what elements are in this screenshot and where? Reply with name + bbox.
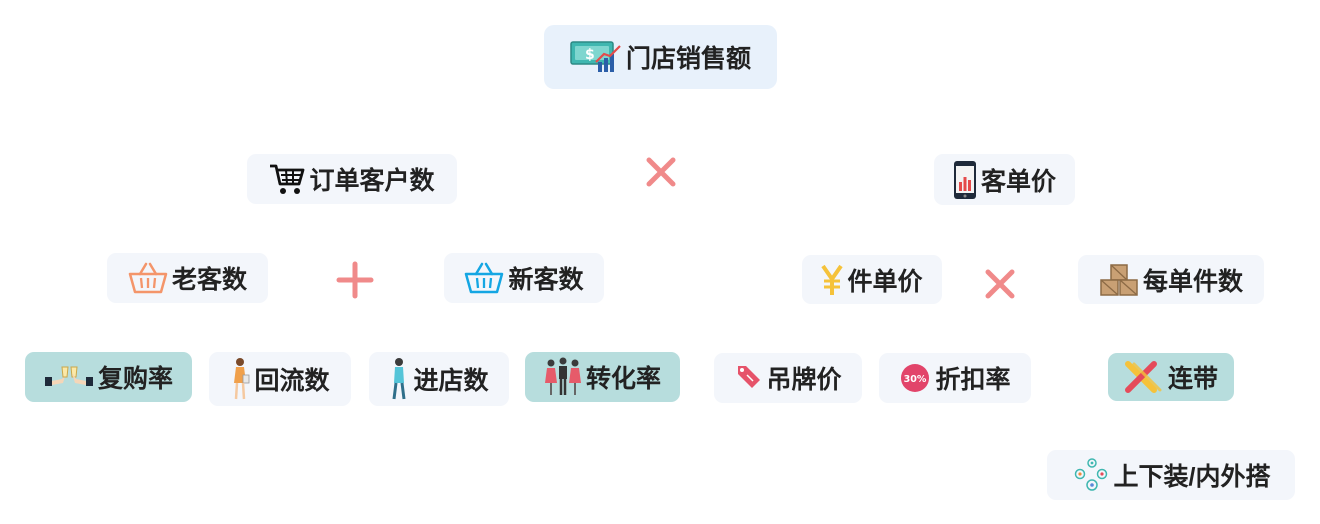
node-return-count-label: 回流数 [254,367,330,395]
dots-cluster-icon [1072,458,1110,492]
node-conversion-rate-label: 转化率 [585,365,661,393]
node-old-customers: 老客数 [107,253,268,303]
discount-badge-icon: 30% [899,362,931,394]
node-store-visits: 进店数 [369,352,509,406]
node-order-customers-label: 订单客户数 [309,167,435,195]
node-unit-price-label: 件单价 [847,267,923,296]
svg-text:$: $ [585,47,595,63]
node-order-customers: 订单客户数 [247,154,457,204]
node-return-count: 回流数 [209,352,351,406]
node-items-per-order: 每单件数 [1078,255,1264,304]
mannequins-icon [544,357,582,397]
node-items-per-order-label: 每单件数 [1142,267,1243,296]
node-average-order-value: 客单价 [934,154,1075,205]
multiply-operator-right [985,269,1015,299]
root-label: 门店销售额 [625,45,751,73]
plus-operator [336,261,374,299]
node-outfit-combination-label: 上下装/内外搭 [1113,463,1271,491]
node-discount-rate: 30% 折扣率 [879,353,1031,403]
node-bundling: 连带 [1108,353,1234,401]
node-tag-price-label: 吊牌价 [766,366,842,394]
node-conversion-rate: 转化率 [525,352,680,402]
boxes-icon [1099,263,1139,297]
node-new-customers-label: 新客数 [508,266,584,294]
node-repurchase-rate: 复购率 [25,352,192,402]
node-store-visits-label: 进店数 [413,367,489,395]
woman-shopping-icon [230,357,250,401]
node-new-customers: 新客数 [444,253,604,303]
yen-icon [821,264,844,296]
toast-cheers-icon [44,363,94,391]
money-chart-icon: $ [570,40,622,74]
price-tag-icon [734,364,762,392]
basket-blue-icon [464,262,504,294]
shopping-cart-icon [269,162,305,196]
node-tag-price: 吊牌价 [714,353,862,403]
multiply-operator-top [646,157,676,187]
discount-badge-text: 30% [904,374,927,385]
phone-chart-icon [953,160,977,200]
node-outfit-combination: 上下装/内外搭 [1047,450,1295,500]
node-repurchase-rate-label: 复购率 [97,365,173,393]
cross-link-icon [1124,360,1164,394]
basket-orange-icon [128,262,168,294]
node-unit-price: 件单价 [802,255,942,304]
root-node-store-sales: $ 门店销售额 [544,25,777,89]
node-old-customers-label: 老客数 [171,266,247,294]
node-average-order-value-label: 客单价 [980,167,1056,196]
person-standing-icon [389,357,409,401]
node-bundling-label: 连带 [1167,365,1218,393]
node-discount-rate-label: 折扣率 [935,366,1011,394]
